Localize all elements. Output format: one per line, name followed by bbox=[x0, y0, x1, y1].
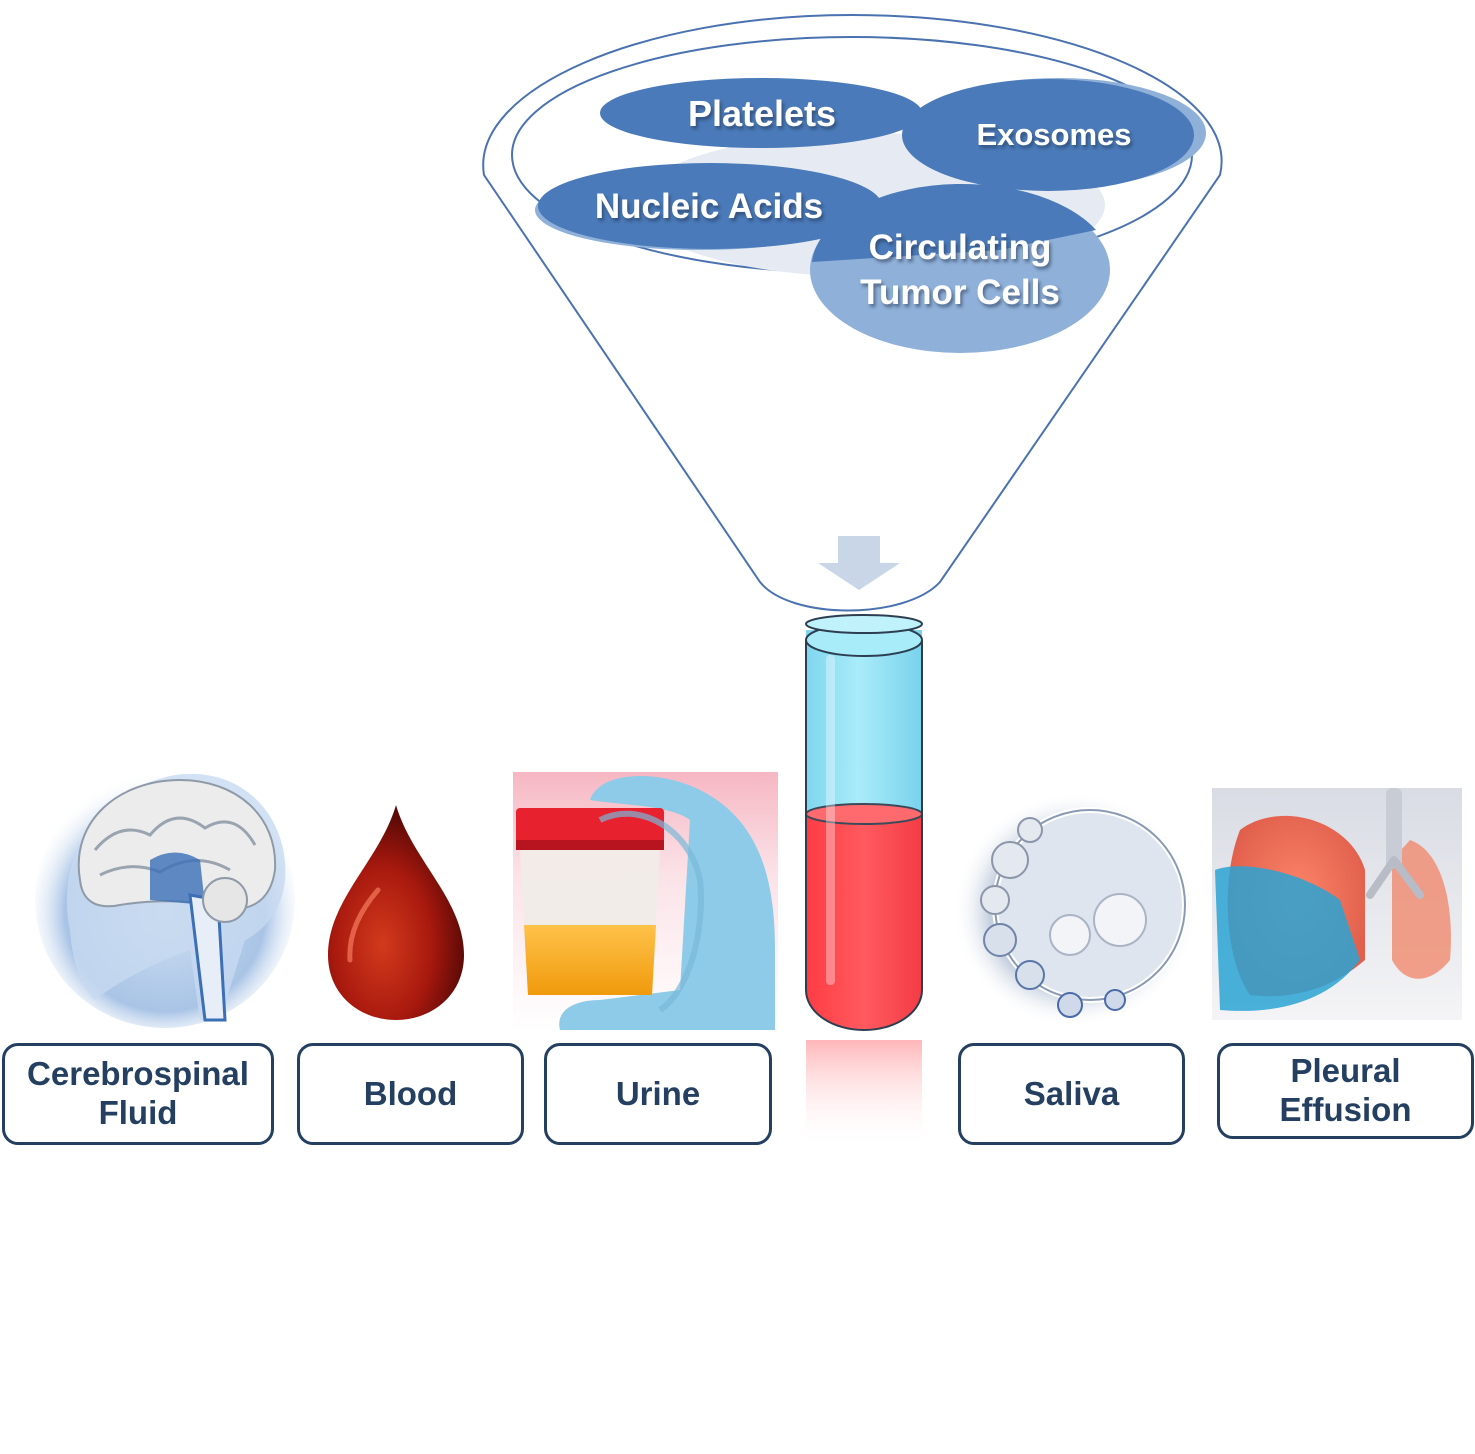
label-box-blood: Blood bbox=[297, 1043, 524, 1145]
ellipse-platelets bbox=[600, 78, 922, 148]
down-arrow-icon bbox=[818, 536, 900, 590]
label-pleural-line2: Effusion bbox=[1279, 1091, 1412, 1128]
label-box-pleural-effusion: Pleural Effusion bbox=[1217, 1043, 1474, 1139]
label-box-saliva: Saliva bbox=[958, 1043, 1185, 1145]
label-blood: Blood bbox=[363, 1074, 458, 1112]
ellipse-circulating-tumor-cells bbox=[810, 183, 1110, 353]
bubbles-icon bbox=[953, 792, 1197, 1028]
test-tube-icon bbox=[805, 614, 923, 1150]
label-urine: Urine bbox=[615, 1074, 701, 1112]
lungs-icon bbox=[1212, 788, 1462, 1020]
label-box-cerebrospinal-fluid: Cerebrospinal Fluid bbox=[2, 1043, 274, 1145]
label-exosomes: Exosomes bbox=[976, 117, 1131, 152]
label-csf-line2: Fluid bbox=[98, 1094, 178, 1131]
label-box-urine: Urine bbox=[544, 1043, 772, 1145]
urine-cup-icon bbox=[513, 772, 778, 1032]
label-platelets: Platelets bbox=[688, 93, 836, 134]
blood-drop-icon bbox=[328, 805, 464, 1020]
label-csf-line1: Cerebrospinal bbox=[27, 1055, 249, 1093]
label-pleural-line1: Pleural bbox=[1290, 1052, 1401, 1090]
label-ctc-line2: Tumor Cells bbox=[860, 273, 1060, 312]
ellipse-exosomes bbox=[902, 79, 1194, 191]
drop-highlight bbox=[347, 887, 381, 963]
label-nucleic-acids: Nucleic Acids bbox=[595, 187, 823, 226]
label-saliva: Saliva bbox=[1023, 1074, 1120, 1112]
brain-icon bbox=[35, 772, 295, 1028]
label-ctc-line1: Circulating bbox=[869, 228, 1052, 267]
ellipse-nucleic-acids bbox=[538, 163, 882, 249]
